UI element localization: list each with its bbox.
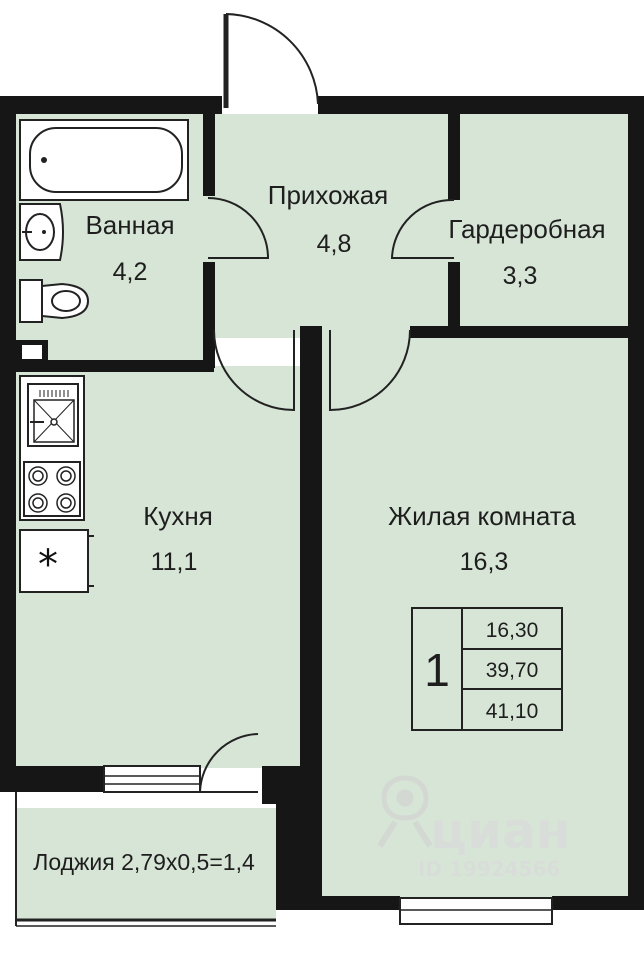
kitchen-appliance: * <box>19 529 94 593</box>
kitchen-counter <box>19 375 85 521</box>
outer-wall-left <box>0 96 16 792</box>
kitchen-bottom-wall-left <box>0 766 104 792</box>
summary-value-total-with-loggia: 41,10 <box>486 700 539 723</box>
living-name: Жилая комната <box>388 501 576 531</box>
summary-value-total-area: 39,70 <box>486 659 539 682</box>
kitchen-door <box>213 329 295 412</box>
watermark-id: ID 19924566 <box>418 857 560 881</box>
floors <box>16 114 628 920</box>
walls <box>0 96 644 910</box>
hallway-name: Прихожая <box>268 180 388 210</box>
wardrobe-name: Гардеробная <box>448 214 605 244</box>
watermark-brand: циан <box>430 802 570 860</box>
wardrobe-door <box>390 198 455 259</box>
kitchen-bottom-wall-right <box>262 766 322 804</box>
rooms-count: 1 <box>424 644 450 696</box>
watermark: циан ID 19924566 <box>377 775 570 881</box>
shaft-inner <box>22 345 42 359</box>
living-area: 16,3 <box>460 548 509 576</box>
living-window <box>399 897 553 925</box>
living-left-wall-lower <box>276 800 322 908</box>
outer-wall-top-right <box>318 96 644 114</box>
wardrobe-left-wall-bottom <box>448 262 460 334</box>
loggia-floor <box>16 808 276 920</box>
wardrobe-left-wall-top <box>448 114 460 200</box>
living-bottom-wall-right <box>552 896 644 910</box>
bathroom-bottom-wall <box>16 360 214 372</box>
stove-symbol: * <box>38 542 58 588</box>
wardrobe-floor <box>460 114 628 328</box>
loggia-window <box>103 765 201 793</box>
loggia-label: Лоджия 2,79х0,5=1,4 <box>33 849 255 875</box>
bathroom-right-wall-top <box>203 114 215 196</box>
summary-value-living-area: 16,30 <box>486 619 539 642</box>
loggia-railing <box>16 918 276 927</box>
kitchen-name: Кухня <box>143 501 213 531</box>
wardrobe-area: 3,3 <box>503 262 538 290</box>
living-floor <box>320 338 628 900</box>
outer-wall-top-left <box>0 96 222 114</box>
central-wall <box>300 326 322 816</box>
bathtub <box>19 119 189 201</box>
entry-door <box>223 13 319 108</box>
summary-table: 1 16,30 39,70 41,10 <box>411 607 563 731</box>
kitchen-area: 11,1 <box>151 548 198 576</box>
hallway-area: 4,8 <box>317 230 352 258</box>
wardrobe-bottom-wall <box>410 326 630 338</box>
living-door <box>329 329 411 412</box>
bathroom-name: Ванная <box>85 210 174 240</box>
bathroom-door <box>207 197 270 259</box>
bathroom-right-wall-bottom <box>203 262 215 368</box>
living-bottom-wall-left <box>276 896 400 910</box>
hallway-floor <box>208 114 460 338</box>
bathroom-area: 4,2 <box>113 258 148 286</box>
toilet <box>19 279 90 323</box>
bathroom-sink <box>19 203 64 261</box>
outer-wall-right <box>628 96 644 908</box>
location-pin-icon <box>377 775 433 848</box>
